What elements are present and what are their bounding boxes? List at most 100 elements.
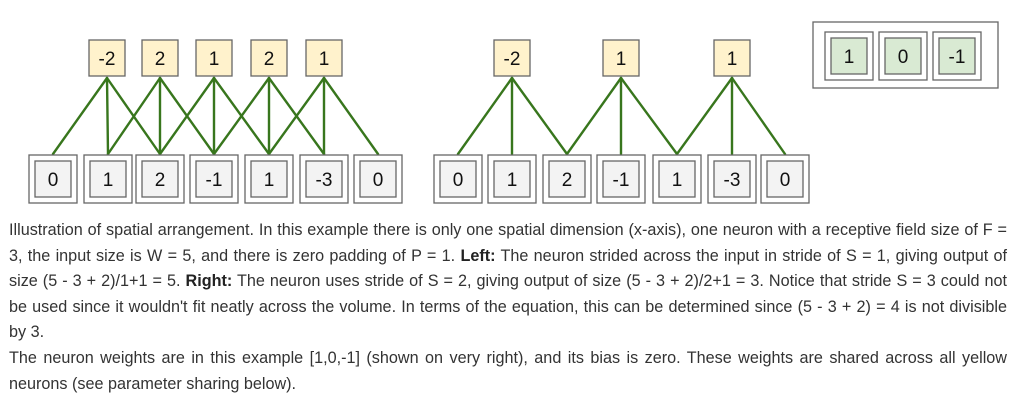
right-connections — [456, 76, 787, 156]
left-input-cell: 0 — [28, 154, 78, 204]
right-output-neuron-value: -2 — [504, 49, 521, 70]
spatial-arrangement-diagram: -2 2 1 2 1 0 1 2 -1 1 -3 0 -2 1 1 0 1 2 -1 1 -3 0 1 0 -1 — [28, 21, 999, 204]
right-output-neuron: 1 — [602, 39, 640, 77]
right-input-cell: 0 — [760, 154, 810, 204]
left-input-cell-fill — [305, 160, 343, 198]
right-output-neurons: -2 1 1 — [493, 39, 751, 77]
left-input-cell-fill — [359, 160, 397, 198]
weight-cell-fill — [884, 37, 922, 75]
right-output-neuron-fill — [493, 39, 531, 77]
weight-cell-value: 0 — [898, 47, 909, 68]
right-output-neuron: -2 — [493, 39, 531, 77]
weight-cell: 1 — [824, 31, 874, 81]
caption-right-label: Right: — [185, 272, 233, 291]
weight-cell-fill — [938, 37, 976, 75]
right-input-cell-fill — [548, 160, 586, 198]
left-connection — [105, 76, 110, 156]
weight-cell: 0 — [878, 31, 928, 81]
left-output-neuron-value: 2 — [264, 49, 275, 70]
left-connections — [51, 76, 380, 156]
left-connection — [267, 76, 326, 156]
caption-paragraph-1: Illustration of spatial arrangement. In … — [9, 218, 1007, 346]
left-connection — [106, 76, 162, 156]
caption-intro: Illustration of spatial arrangement. In … — [9, 221, 1007, 265]
left-output-neuron-fill — [141, 39, 179, 77]
left-output-neuron-value: 2 — [155, 49, 166, 70]
left-connection — [51, 76, 109, 156]
left-output-neuron-fill — [88, 39, 126, 77]
left-output-neuron: 1 — [305, 39, 343, 77]
left-input-cell: -1 — [189, 154, 239, 204]
right-input-cell-value: 2 — [562, 170, 573, 191]
left-output-neuron-value: 1 — [209, 49, 220, 70]
caption-paragraph-2: The neuron weights are in this example [… — [9, 348, 1007, 393]
left-input-cell: -3 — [299, 154, 349, 204]
right-input-cell-value: 1 — [507, 170, 518, 191]
right-input-cell: 2 — [542, 154, 592, 204]
right-input-cell: -3 — [707, 154, 757, 204]
left-connection — [212, 76, 271, 156]
left-input-cell-value: 1 — [103, 170, 114, 191]
right-output-neuron-value: 1 — [616, 49, 627, 70]
weight-boxes: 1 0 -1 — [824, 31, 982, 81]
caption-left-text: The neuron strided across the input in s… — [9, 246, 1007, 291]
right-connection — [510, 76, 569, 156]
left-input-row: 0 1 2 -1 1 -3 0 — [28, 154, 403, 204]
figure-caption: Illustration of spatial arrangement. In … — [9, 218, 1007, 397]
left-input-cell: 2 — [135, 154, 185, 204]
left-input-cell-value: 1 — [264, 170, 275, 191]
left-input-cell-fill — [141, 160, 179, 198]
left-output-neuron-value: -2 — [99, 49, 116, 70]
left-output-neuron-fill — [250, 39, 288, 77]
right-output-neuron-fill — [713, 39, 751, 77]
right-input-cell-fill — [493, 160, 531, 198]
right-input-cell: 0 — [433, 154, 483, 204]
weight-cell-fill — [830, 37, 868, 75]
right-input-cell-value: -1 — [613, 170, 630, 191]
left-input-cell: 0 — [353, 154, 403, 204]
left-output-neuron-fill — [305, 39, 343, 77]
left-output-neuron: 2 — [250, 39, 288, 77]
right-input-cell-value: 0 — [780, 170, 791, 191]
right-input-cell-fill — [658, 160, 696, 198]
right-connection — [675, 76, 734, 156]
left-output-neuron-value: 1 — [319, 49, 330, 70]
left-input-cell-value: -3 — [316, 170, 333, 191]
right-input-cell-value: 1 — [672, 170, 683, 191]
left-input-cell-fill — [89, 160, 127, 198]
left-input-cell-fill — [250, 160, 288, 198]
left-output-neuron: 2 — [141, 39, 179, 77]
right-input-cell-fill — [766, 160, 804, 198]
right-input-cell-fill — [439, 160, 477, 198]
caption-right-text: The neuron uses stride of S = 2, giving … — [9, 272, 1008, 342]
right-output-neuron-fill — [602, 39, 640, 77]
left-input-cell-value: 0 — [373, 170, 384, 191]
weight-cell-value: -1 — [949, 47, 966, 68]
right-input-cell: -1 — [596, 154, 646, 204]
left-input-cell: 1 — [244, 154, 294, 204]
left-output-neuron-fill — [195, 39, 233, 77]
left-input-cell-fill — [195, 160, 233, 198]
left-input-cell-value: -1 — [206, 170, 223, 191]
right-output-neuron-value: 1 — [727, 49, 738, 70]
right-connection — [565, 76, 623, 156]
right-input-cell: 1 — [487, 154, 537, 204]
left-output-neurons: -2 2 1 2 1 — [88, 39, 343, 77]
caption-left-label: Left: — [460, 246, 496, 265]
right-input-cell-fill — [713, 160, 751, 198]
weight-cell-value: 1 — [844, 47, 855, 68]
weight-cell: -1 — [932, 31, 982, 81]
left-input-cell-value: 2 — [155, 170, 166, 191]
right-input-cell-fill — [602, 160, 640, 198]
right-input-row: 0 1 2 -1 1 -3 0 — [433, 154, 810, 204]
right-input-cell-value: -3 — [724, 170, 741, 191]
right-input-cell: 1 — [652, 154, 702, 204]
right-connection — [730, 76, 787, 156]
left-connection — [158, 76, 216, 156]
right-connection — [456, 76, 514, 156]
left-input-cell-fill — [34, 160, 72, 198]
weights-panel: 1 0 -1 — [812, 21, 999, 89]
left-output-neuron: 1 — [195, 39, 233, 77]
right-input-cell-value: 0 — [453, 170, 464, 191]
left-output-neuron: -2 — [88, 39, 126, 77]
